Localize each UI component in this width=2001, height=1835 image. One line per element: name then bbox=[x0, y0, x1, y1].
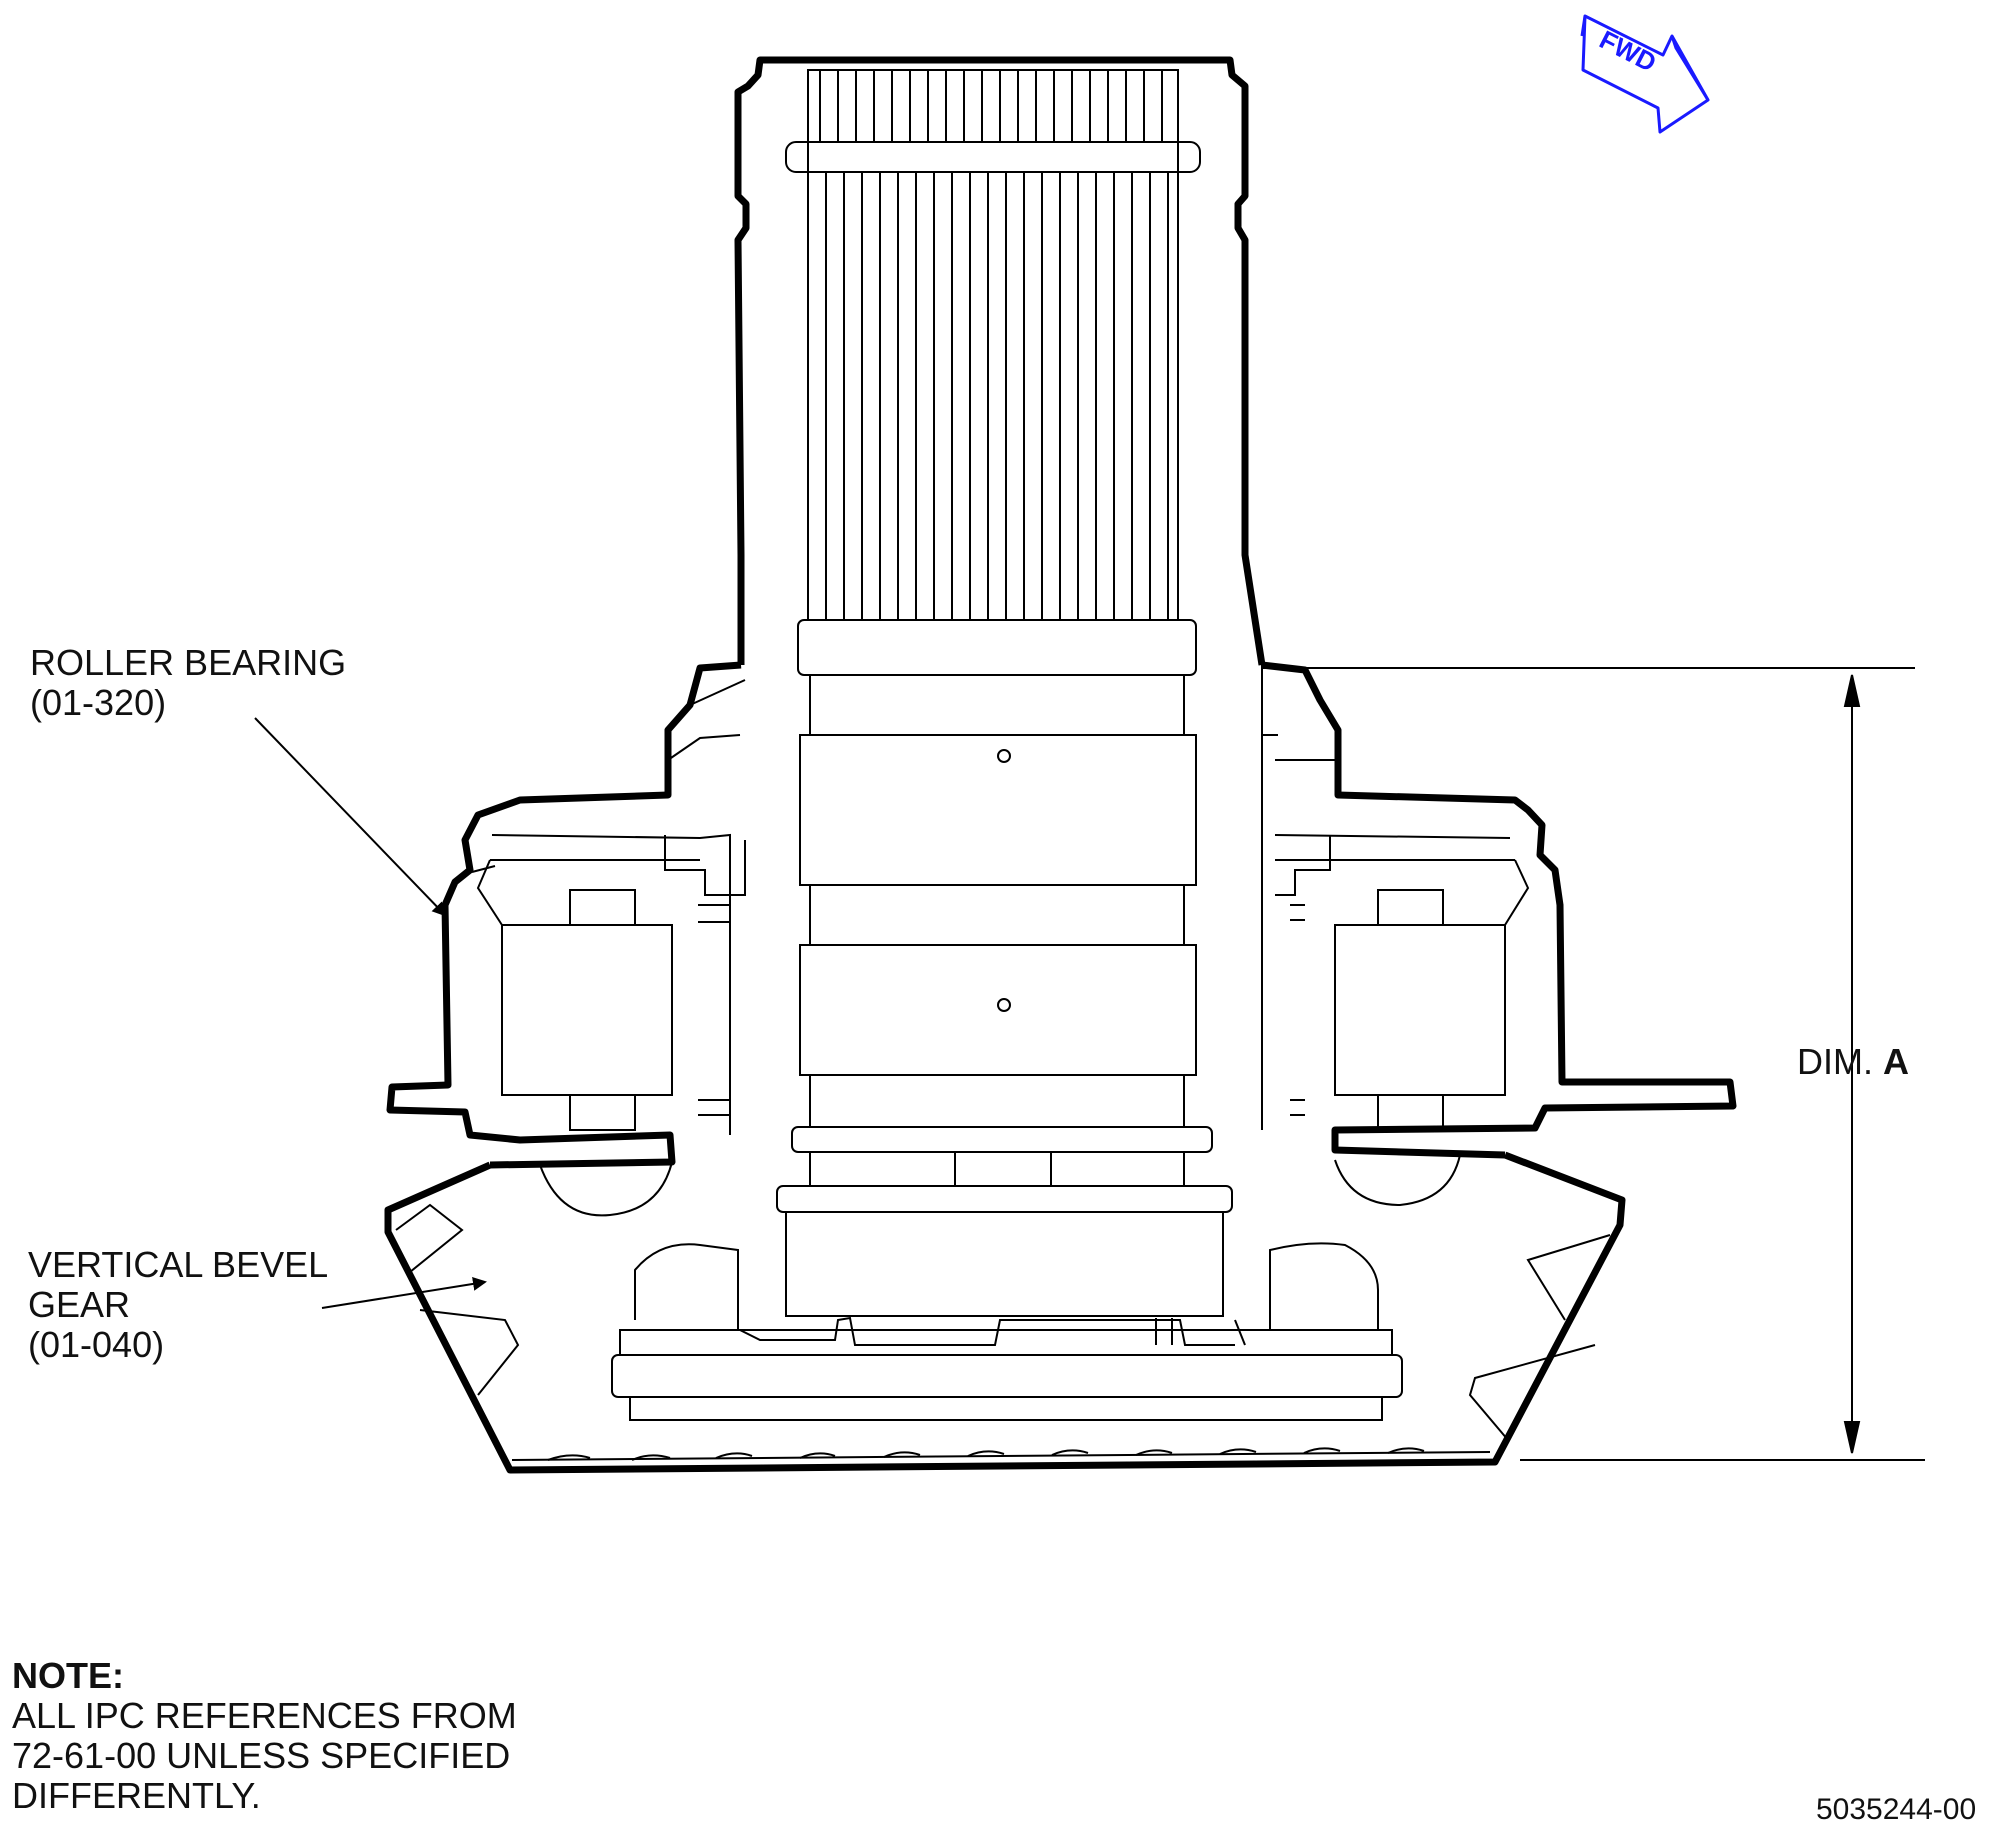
dim-a-label: DIM. A bbox=[1797, 1042, 1909, 1082]
dim-arrow-bottom bbox=[1843, 1421, 1861, 1454]
roller-bearing-leader bbox=[254, 717, 447, 917]
vertical-bevel-gear-leader bbox=[321, 1276, 487, 1309]
roller-bearing-label-line-2: (01-320) bbox=[30, 682, 167, 723]
internal-linework bbox=[395, 69, 1611, 1461]
note-heading: NOTE: bbox=[12, 1655, 124, 1696]
fwd-arrow-icon: FWD bbox=[1580, 14, 1710, 134]
bevel-gear-label-line-2: GEAR bbox=[28, 1284, 131, 1325]
note-line-1: ALL IPC REFERENCES FROM bbox=[12, 1695, 517, 1736]
dim-prefix: DIM. bbox=[1797, 1041, 1873, 1082]
dim-arrow-top bbox=[1843, 674, 1861, 707]
roller-bearing-label: ROLLER BEARING (01-320) bbox=[30, 643, 346, 723]
dim-letter: A bbox=[1883, 1041, 1910, 1082]
vertical-bevel-gear-label: VERTICAL BEVEL GEAR (01-040) bbox=[28, 1245, 328, 1365]
note-line-3: DIFFERENTLY. bbox=[12, 1775, 261, 1816]
fwd-text: FWD bbox=[1595, 24, 1661, 78]
leader-lines bbox=[254, 717, 487, 1309]
roller-bearing-label-line-1: ROLLER BEARING bbox=[30, 642, 347, 683]
note-block: NOTE: ALL IPC REFERENCES FROM 72-61-00 U… bbox=[12, 1656, 517, 1816]
bevel-gear-label-line-1: VERTICAL BEVEL bbox=[28, 1244, 329, 1285]
bevel-gear-label-line-3: (01-040) bbox=[28, 1324, 165, 1365]
note-line-2: 72-61-00 UNLESS SPECIFIED bbox=[12, 1735, 511, 1776]
figure-id: 5035244-00 bbox=[1816, 1793, 1977, 1826]
assembly-outline bbox=[384, 56, 1737, 1474]
dimension-a bbox=[1262, 667, 1925, 1461]
